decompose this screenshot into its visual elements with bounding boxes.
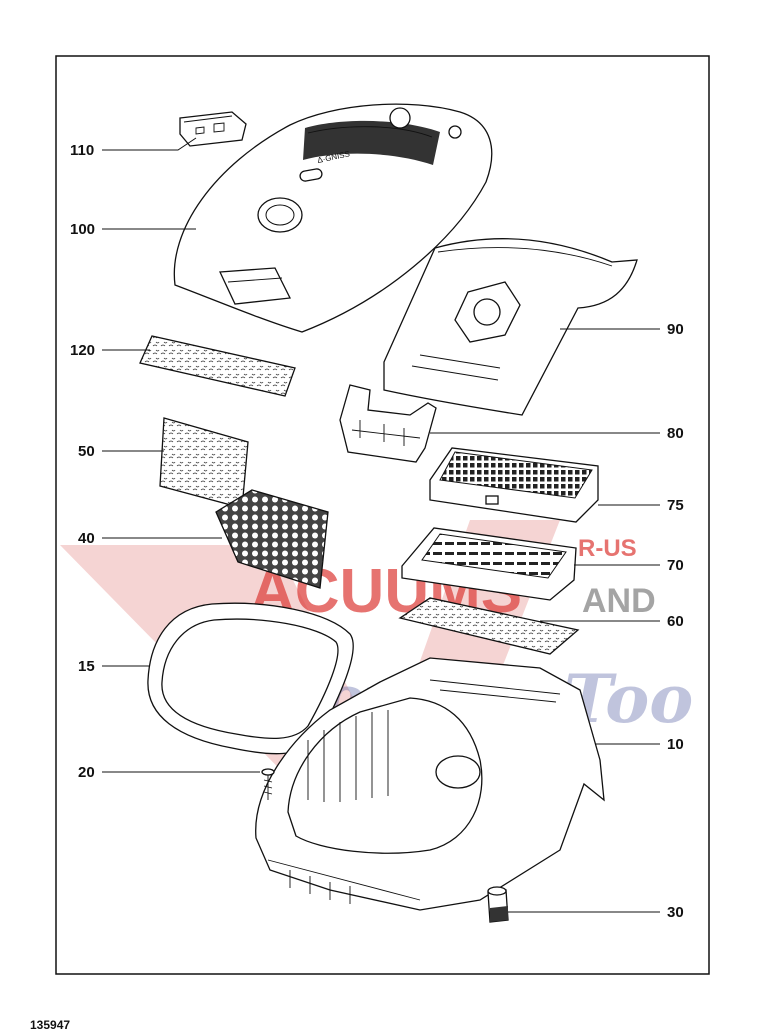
callout-60: 60 bbox=[667, 613, 684, 630]
callout-labels: 110 100 120 90 80 50 75 40 70 60 15 10 2… bbox=[70, 142, 684, 921]
part-75-hepa-filter bbox=[429, 447, 599, 523]
callout-30: 30 bbox=[667, 904, 684, 921]
part-50-motor-filter bbox=[159, 417, 249, 509]
callout-40: 40 bbox=[78, 530, 95, 547]
part-80-bag-holder bbox=[339, 384, 437, 463]
part-60-foam-mat bbox=[398, 597, 580, 655]
callout-15: 15 bbox=[78, 658, 95, 675]
callout-100: 100 bbox=[70, 221, 95, 238]
diagram-frame bbox=[55, 55, 710, 975]
callout-10: 10 bbox=[667, 736, 684, 753]
diagram-id: 135947 bbox=[30, 1018, 71, 1032]
part-30-caster bbox=[487, 886, 509, 923]
callout-70: 70 bbox=[667, 557, 684, 574]
part-120-lid-filter bbox=[139, 335, 296, 397]
part-20-screw bbox=[261, 768, 275, 800]
watermark-suffix: R-US bbox=[578, 535, 637, 562]
part-100-lid: Δ·GNISS bbox=[173, 103, 493, 333]
callout-75: 75 bbox=[667, 497, 684, 514]
part-110-handle bbox=[179, 111, 247, 147]
leader-lines bbox=[102, 137, 660, 913]
part-15-seal-ring bbox=[147, 602, 354, 755]
part-70-filter-frame bbox=[401, 527, 577, 601]
callout-120: 120 bbox=[70, 342, 95, 359]
watermark-and: AND bbox=[582, 582, 656, 620]
part-40-filter-grill bbox=[215, 489, 329, 589]
callout-50: 50 bbox=[78, 443, 95, 460]
callout-110: 110 bbox=[70, 142, 94, 159]
callout-80: 80 bbox=[667, 425, 684, 442]
part-90-dust-bag bbox=[383, 238, 638, 416]
callout-20: 20 bbox=[78, 764, 95, 781]
callout-90: 90 bbox=[667, 321, 684, 338]
part-10-base-housing bbox=[255, 657, 605, 911]
